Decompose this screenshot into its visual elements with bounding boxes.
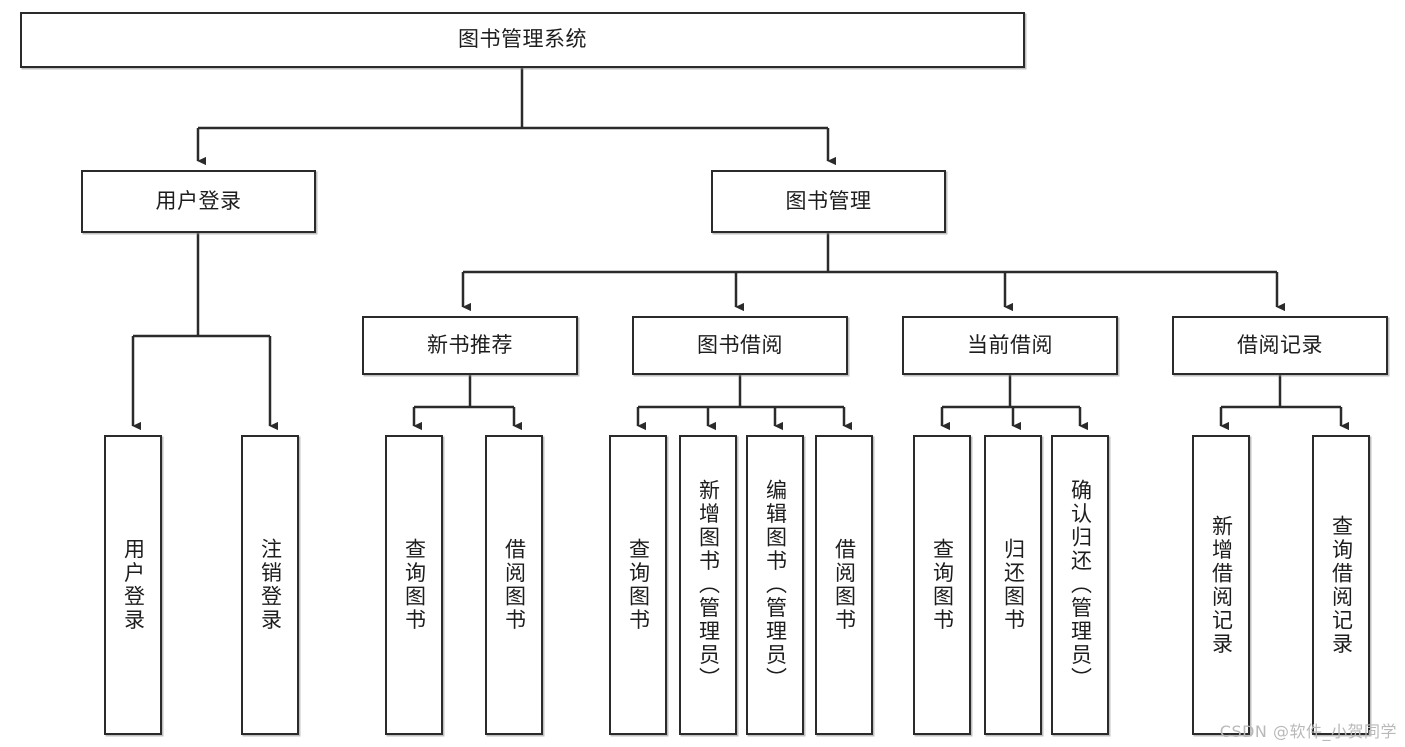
node-current-borrow[interactable]: 当前借阅 [902, 316, 1118, 375]
root-to-level2-connectors [196, 68, 837, 166]
leaf-user-login[interactable]: 用户登录 [104, 435, 162, 735]
leaf-query-book-recommend-label: 查询图书 [402, 538, 427, 632]
leaf-user-login-label: 用户登录 [121, 538, 146, 632]
leaf-query-book-current-label: 查询图书 [930, 538, 955, 632]
leaf-add-book-admin-label: 新增图书（管理员） [696, 479, 721, 691]
node-current-borrow-label: 当前借阅 [967, 332, 1053, 357]
leaf-borrow-book[interactable]: 借阅图书 [815, 435, 873, 735]
leaf-query-book-borrow-label: 查询图书 [626, 538, 651, 632]
leaf-logout[interactable]: 注销登录 [241, 435, 299, 735]
node-root[interactable]: 图书管理系统 [20, 12, 1025, 68]
borrow-record-to-leaves-connectors [1219, 375, 1350, 431]
leaf-confirm-return-admin[interactable]: 确认归还（管理员） [1051, 435, 1109, 735]
node-borrow-record[interactable]: 借阅记录 [1172, 316, 1388, 375]
leaf-add-borrow-record-label: 新增借阅记录 [1209, 514, 1234, 656]
node-new-book-recommend[interactable]: 新书推荐 [362, 316, 578, 375]
node-book-borrow[interactable]: 图书借阅 [632, 316, 848, 375]
leaf-borrow-book-recommend[interactable]: 借阅图书 [485, 435, 543, 735]
node-borrow-record-label: 借阅记录 [1237, 332, 1323, 357]
leaf-add-book-admin[interactable]: 新增图书（管理员） [679, 435, 737, 735]
leaf-confirm-return-admin-label: 确认归还（管理员） [1068, 479, 1093, 691]
leaf-return-book[interactable]: 归还图书 [984, 435, 1042, 735]
leaf-query-book-current[interactable]: 查询图书 [913, 435, 971, 735]
current-borrow-to-leaves-connectors [940, 375, 1089, 431]
leaf-borrow-book-recommend-label: 借阅图书 [502, 538, 527, 632]
leaf-logout-label: 注销登录 [258, 538, 283, 632]
leaf-return-book-label: 归还图书 [1001, 538, 1026, 632]
node-book-management-label: 图书管理 [785, 188, 872, 213]
user-login-to-leaves-connectors [131, 233, 279, 431]
node-root-label: 图书管理系统 [458, 27, 587, 52]
leaf-borrow-book-label: 借阅图书 [832, 538, 857, 632]
leaf-query-borrow-record[interactable]: 查询借阅记录 [1312, 435, 1370, 735]
leaf-edit-book-admin-label: 编辑图书（管理员） [763, 479, 788, 691]
leaf-add-borrow-record[interactable]: 新增借阅记录 [1192, 435, 1250, 735]
node-book-borrow-label: 图书借阅 [697, 332, 783, 357]
leaf-query-book-borrow[interactable]: 查询图书 [609, 435, 667, 735]
node-user-login[interactable]: 用户登录 [81, 170, 316, 233]
leaf-edit-book-admin[interactable]: 编辑图书（管理员） [746, 435, 804, 735]
book-management-to-level3-connectors [461, 233, 1286, 312]
book-borrow-to-leaves-connectors [636, 375, 853, 431]
leaf-query-borrow-record-label: 查询借阅记录 [1329, 514, 1354, 656]
node-user-login-label: 用户登录 [155, 188, 242, 213]
new-book-recommend-to-leaves-connectors [412, 375, 523, 431]
leaf-query-book-recommend[interactable]: 查询图书 [385, 435, 443, 735]
node-new-book-recommend-label: 新书推荐 [427, 332, 513, 357]
node-book-management[interactable]: 图书管理 [711, 170, 946, 233]
